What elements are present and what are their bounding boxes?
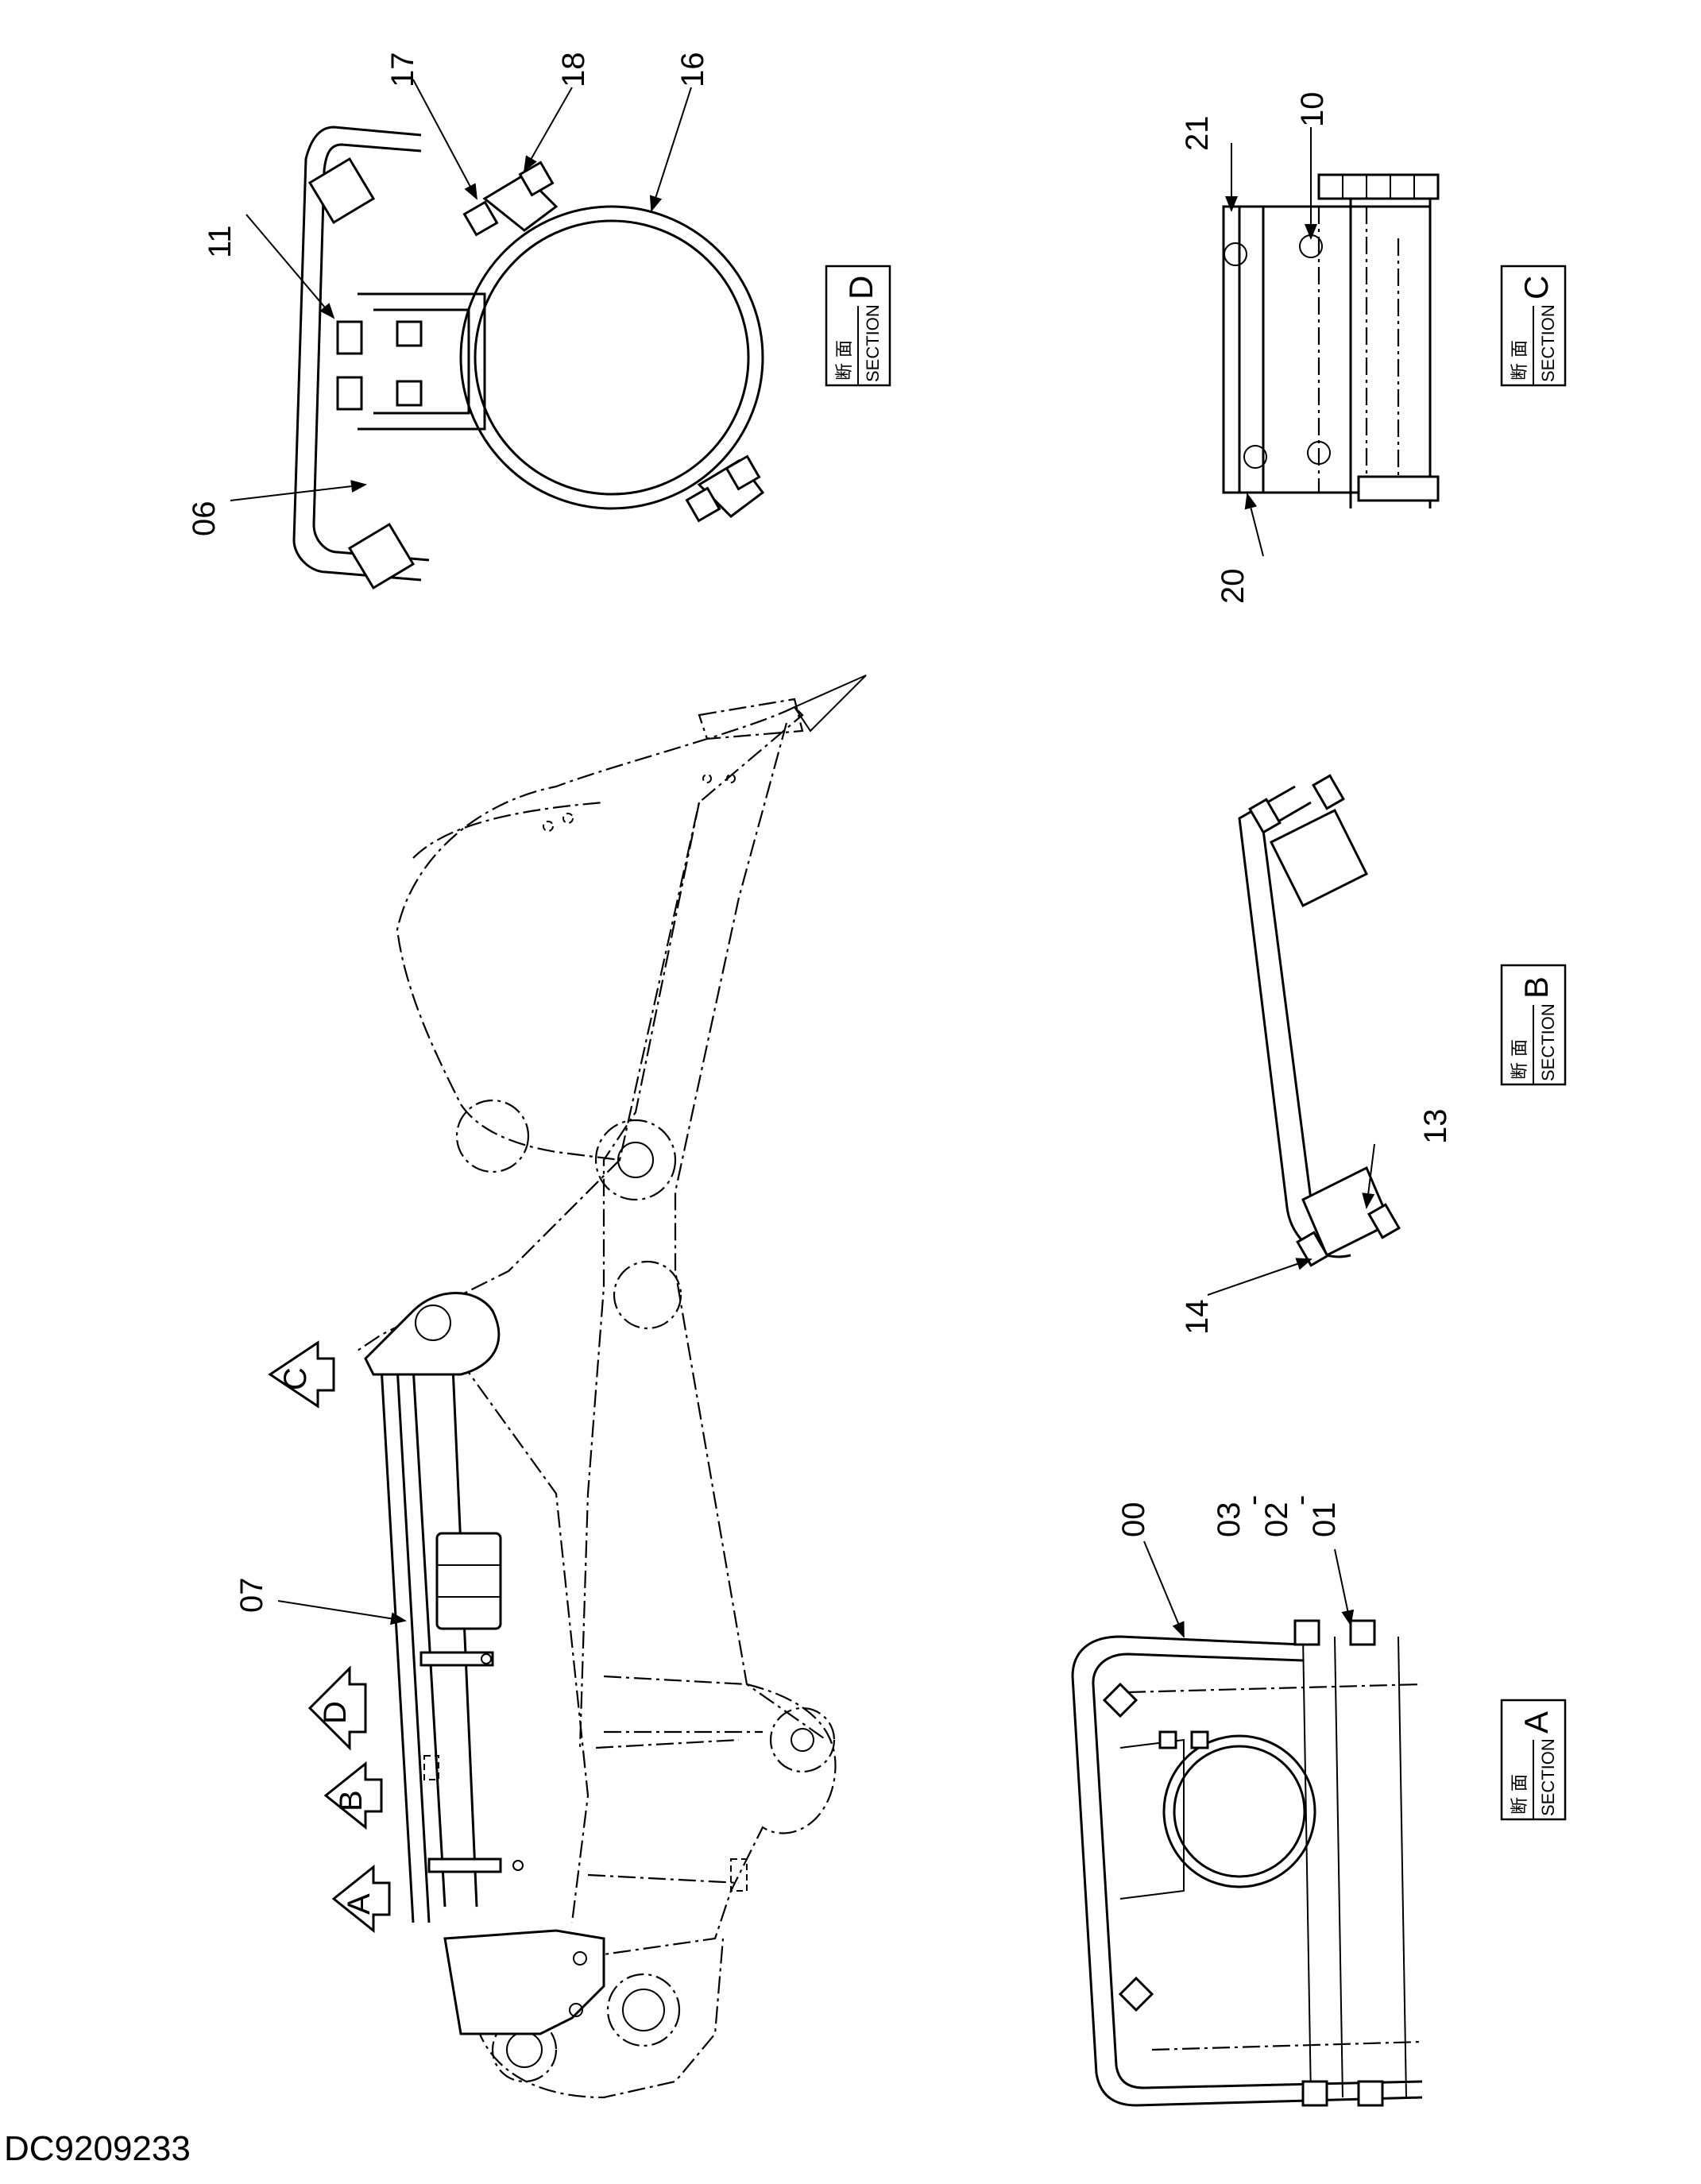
view-arrow-c — [268, 1340, 335, 1409]
svg-text:断 面: 断 面 — [1510, 1774, 1530, 1815]
callout-17: 17 — [385, 52, 420, 88]
callout-14: 14 — [1180, 1300, 1215, 1336]
callout-00: 00 — [1116, 1502, 1151, 1538]
svg-text:D: D — [842, 276, 879, 300]
svg-text:SECTION: SECTION — [1538, 1003, 1558, 1081]
callout-21: 21 — [1180, 116, 1215, 152]
svg-text:SECTION: SECTION — [1538, 1738, 1558, 1816]
callout-16: 16 — [675, 52, 710, 88]
callout-06: 06 — [187, 501, 222, 537]
svg-text:SECTION: SECTION — [863, 304, 883, 382]
svg-text:SECTION: SECTION — [1538, 304, 1558, 382]
view-arrow-c-letter: C — [278, 1367, 313, 1390]
section-label-c: 断 面 SECTION C — [1500, 265, 1567, 387]
callout-10: 10 — [1295, 92, 1330, 128]
svg-text:C: C — [1517, 276, 1555, 300]
svg-text:断 面: 断 面 — [1510, 1039, 1530, 1080]
section-c-detail — [1222, 173, 1440, 508]
callout-dash-2: - — [1283, 1495, 1318, 1506]
view-arrow-a-letter: A — [342, 1893, 377, 1915]
callout-03: 03 — [1212, 1502, 1247, 1538]
section-label-d: 断 面 SECTION D — [825, 265, 891, 387]
svg-text:B: B — [1517, 976, 1555, 999]
section-label-b: 断 面 SECTION B — [1500, 964, 1567, 1086]
drawing-number: DC9209233 — [4, 2129, 191, 2168]
callout-13: 13 — [1418, 1109, 1453, 1145]
callout-07: 07 — [234, 1578, 269, 1614]
section-label-a: 断 面 SECTION A — [1500, 1699, 1567, 1821]
callout-01: 01 — [1307, 1502, 1342, 1538]
hydraulic-cylinder-and-pipe — [364, 1292, 605, 2035]
callout-11: 11 — [203, 225, 238, 258]
svg-text:断 面: 断 面 — [835, 340, 855, 381]
callout-20: 20 — [1216, 569, 1251, 605]
view-arrow-d — [307, 1665, 367, 1751]
view-arrow-b — [323, 1761, 383, 1830]
view-arrow-b-letter: B — [334, 1790, 369, 1811]
section-d-detail — [292, 126, 765, 590]
section-a-detail — [1071, 1619, 1423, 2107]
callout-leaders — [230, 79, 1375, 1638]
section-view-arrows — [268, 1340, 391, 1934]
view-arrow-a — [331, 1864, 391, 1934]
callout-dash-1: - — [1235, 1495, 1270, 1506]
section-b-detail — [1238, 774, 1401, 1267]
arm-and-bucket-outline — [357, 675, 867, 2099]
callout-18: 18 — [556, 52, 591, 88]
callout-02: 02 — [1259, 1502, 1294, 1538]
svg-text:断 面: 断 面 — [1510, 340, 1530, 381]
view-arrow-d-letter: D — [318, 1701, 353, 1724]
svg-text:A: A — [1517, 1711, 1555, 1734]
